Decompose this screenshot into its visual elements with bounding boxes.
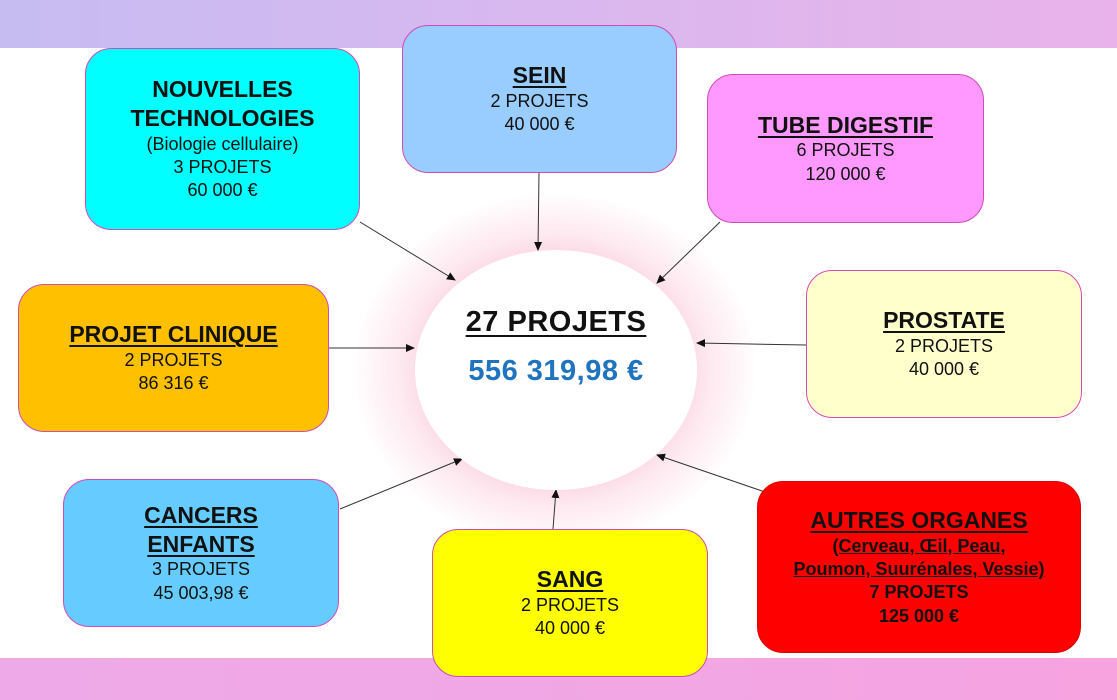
node-amount: 125 000 €: [878, 605, 960, 626]
node-projects: 2 PROJETS: [520, 594, 620, 615]
node-nouvelles-technologies: NOUVELLES TECHNOLOGIES (Biologie cellula…: [85, 48, 360, 230]
node-projects: 6 PROJETS: [796, 140, 895, 161]
node-amount: 40 000 €: [908, 359, 980, 380]
node-title: TECHNOLOGIES: [130, 104, 315, 131]
node-projects: 3 PROJETS: [173, 157, 272, 178]
node-title: CANCERS: [144, 501, 258, 528]
node-tube-digestif: TUBE DIGESTIF 6 PROJETS 120 000 €: [707, 74, 984, 223]
node-sang: SANG 2 PROJETS 40 000 €: [432, 529, 708, 677]
node-projects: 2 PROJETS: [490, 90, 589, 111]
hub-circle: 27 PROJETS 556 319,98 €: [415, 250, 697, 490]
node-amount: 120 000 €: [805, 163, 886, 184]
node-title: NOUVELLES: [152, 76, 293, 103]
node-sein: SEIN 2 PROJETS 40 000 €: [402, 25, 677, 173]
node-amount: 86 316 €: [138, 373, 209, 394]
node-amount: 60 000 €: [187, 180, 258, 201]
node-title: TUBE DIGESTIF: [757, 111, 934, 138]
node-title: PROJET CLINIQUE: [69, 321, 278, 348]
node-amount: 45 003,98 €: [153, 582, 249, 603]
node-subtitle: Poumon, Suurénales, Vessie): [793, 558, 1045, 579]
node-cancers-enfants: CANCERS ENFANTS 3 PROJETS 45 003,98 €: [63, 479, 339, 627]
node-subtitle: (Cerveau, Œil, Peau,: [832, 535, 1006, 556]
node-title: ENFANTS: [147, 530, 255, 557]
node-projects: 3 PROJETS: [151, 559, 251, 580]
node-projects: 2 PROJETS: [124, 349, 223, 370]
node-amount: 40 000 €: [504, 114, 575, 135]
node-projects: 7 PROJETS: [869, 582, 969, 603]
node-title: PROSTATE: [883, 307, 1005, 334]
node-prostate: PROSTATE 2 PROJETS 40 000 €: [806, 270, 1082, 418]
hub-total-amount: 556 319,98 €: [468, 355, 644, 387]
node-title: SANG: [536, 566, 604, 593]
node-amount: 40 000 €: [534, 618, 606, 639]
node-title: SEIN: [512, 62, 567, 89]
node-autres-organes: AUTRES ORGANES (Cerveau, Œil, Peau, Poum…: [757, 481, 1081, 653]
node-projects: 2 PROJETS: [894, 335, 994, 356]
node-title: AUTRES ORGANES: [810, 506, 1028, 533]
hub-title: 27 PROJETS: [465, 306, 647, 338]
node-subtitle: (Biologie cellulaire): [146, 133, 299, 154]
node-projet-clinique: PROJET CLINIQUE 2 PROJETS 86 316 €: [18, 284, 329, 432]
